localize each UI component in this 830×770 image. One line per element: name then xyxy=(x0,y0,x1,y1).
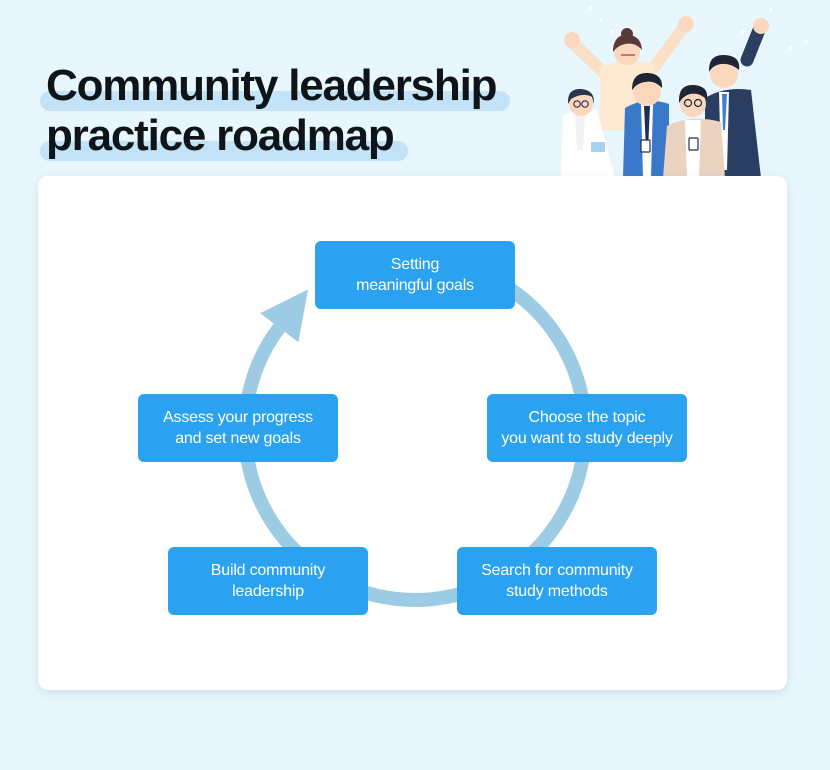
step-line: Choose the topic xyxy=(528,409,646,426)
cycle-arrowhead xyxy=(260,289,309,343)
step-choose-topic: Choose the topic you want to study deepl… xyxy=(487,394,687,462)
step-line: leadership xyxy=(232,583,304,600)
step-line: Build community xyxy=(210,562,326,579)
step-line: meaningful goals xyxy=(356,277,474,294)
step-setting-goals: Setting meaningful goals xyxy=(315,241,515,309)
step-assess-progress: Assess your progress and set new goals xyxy=(138,394,338,462)
roadmap-card: Setting meaningful goals Choose the topi… xyxy=(38,176,787,690)
step-line: Assess your progress xyxy=(163,409,313,426)
step-line: Search for community xyxy=(481,562,633,579)
step-build-leadership: Build community leadership xyxy=(168,547,368,615)
title-line-1: Community leadership xyxy=(36,60,511,112)
title-line-2: practice roadmap xyxy=(36,110,408,162)
step-line: and set new goals xyxy=(175,430,301,447)
step-line: study methods xyxy=(506,583,608,600)
step-line: Setting xyxy=(390,256,440,273)
step-line: you want to study deeply xyxy=(501,430,673,447)
step-search-methods: Search for community study methods xyxy=(457,547,657,615)
page-title: Community leadership practice roadmap xyxy=(36,60,511,162)
cheering-office-team-icon xyxy=(561,16,769,178)
